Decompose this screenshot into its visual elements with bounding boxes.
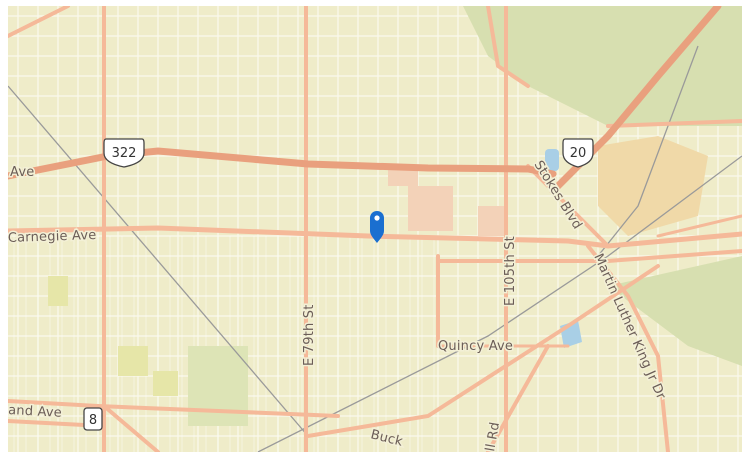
map-view[interactable]: Ave Carnegie Ave E 79th St E 105th St St… — [8, 6, 742, 452]
campus-area — [598, 136, 708, 236]
label-quincy-ave: Quincy Ave — [438, 339, 513, 354]
label-carnegie-ave: Carnegie Ave — [8, 228, 97, 246]
park-area — [118, 346, 148, 376]
us-highway-shield-icon: 20 — [562, 138, 594, 168]
road-carnegie-ave — [8, 225, 742, 249]
campus-area — [478, 206, 508, 236]
label-hill-rd: ll Rd — [483, 421, 503, 452]
shield-label-322: 322 — [112, 146, 137, 161]
map-pin-icon[interactable] — [370, 211, 384, 243]
label-e105th-st: E 105th St — [503, 236, 518, 306]
road-arterial — [436, 249, 742, 263]
road-arterial — [8, 6, 70, 38]
road-arterial — [486, 344, 550, 452]
road-arterial — [656, 214, 742, 238]
road-arterial — [606, 119, 742, 128]
shield-label-20: 20 — [570, 146, 587, 161]
road-arterial — [102, 404, 160, 452]
rail-line — [257, 155, 742, 452]
park-area — [48, 276, 68, 306]
rail-line — [8, 85, 309, 437]
road-arterial — [486, 6, 530, 88]
campus-area — [408, 186, 453, 231]
road-arterial — [8, 399, 340, 418]
shield-label-8: 8 — [89, 413, 97, 428]
state-route-shield-icon: 8 — [83, 407, 103, 431]
water-body — [545, 149, 559, 171]
road-mlk-dr — [586, 244, 670, 452]
rail-line — [597, 45, 699, 257]
label-e79th-st: E 79th St — [302, 304, 317, 366]
park-area — [463, 6, 742, 126]
label-ave: Ave — [10, 165, 34, 180]
label-land-ave: and Ave — [8, 403, 62, 421]
us-highway-shield-icon: 322 — [103, 138, 145, 168]
park-area — [608, 256, 742, 366]
campus-area — [388, 166, 418, 186]
road-buckeye — [306, 264, 660, 438]
park-area — [153, 371, 178, 396]
park-area — [188, 346, 248, 426]
road-stokes-blvd — [526, 164, 610, 248]
